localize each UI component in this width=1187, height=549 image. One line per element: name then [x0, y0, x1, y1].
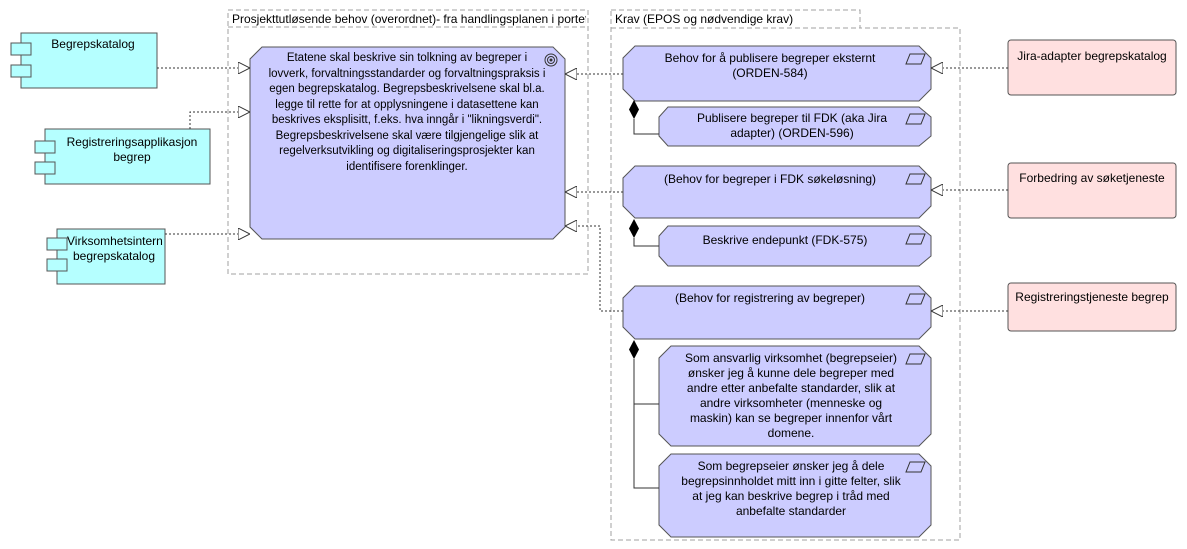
- req-begrepseier[interactable]: [658, 453, 932, 538]
- composition-ansvarlig[interactable]: [633, 359, 659, 405]
- workpackage-label: Registreringstjeneste begrep: [1015, 290, 1169, 304]
- req-publisere-eksternt[interactable]: [622, 45, 932, 102]
- req-publisere-fdk[interactable]: [658, 106, 932, 147]
- component-label: Begrepskatalog: [51, 37, 135, 51]
- requirement-icon: [905, 293, 926, 305]
- req-label: (Behov for begreper i FDK søkeløsning): [663, 172, 877, 186]
- req-ansvarlig[interactable]: [658, 345, 932, 447]
- requirement-icon: [905, 233, 926, 245]
- component-label: Registreringsapplikasjon begrep: [66, 135, 198, 164]
- component-registreringsapplikasjon[interactable]: [34, 128, 211, 185]
- goal-begrepskatalog[interactable]: [249, 46, 566, 240]
- workpackage-registreringstjeneste[interactable]: [1007, 282, 1177, 332]
- composition-publisere-fdk[interactable]: [633, 119, 659, 135]
- requirement-icon: [905, 173, 926, 185]
- composition-diamond: [629, 340, 639, 359]
- req-label: Som begrepseier ønsker jeg å dele begrep…: [681, 459, 901, 518]
- group-title-prosjekt: Prosjekttutløsende behov (overordnet)- f…: [232, 12, 586, 26]
- composition-diamond: [629, 219, 639, 238]
- req-label: Beskrive endepunkt (FDK-575): [702, 233, 868, 247]
- goal-text: Etatene skal beskrive sin tolkning av be…: [268, 52, 546, 173]
- req-registrering[interactable]: [622, 285, 932, 340]
- group-prosjekt: [227, 9, 589, 275]
- req-label: Som ansvarlig virksomhet (begrepseier) ø…: [684, 351, 898, 440]
- req-label: (Behov for registrering av begreper): [674, 291, 866, 305]
- connector-registrering-req-goal[interactable]: [565, 226, 623, 312]
- group-title-krav: Krav (EPOS og nødvendige krav): [615, 12, 794, 26]
- req-label: Behov for å publisere begreper eksternt …: [664, 51, 876, 80]
- group-krav: [610, 9, 961, 541]
- req-sokelosning[interactable]: [622, 165, 932, 219]
- requirement-icon: [905, 353, 926, 365]
- connector-registrering-goal[interactable]: [189, 112, 250, 129]
- requirement-icon: [905, 53, 926, 65]
- requirement-icon: [905, 461, 926, 473]
- goal-icon: [544, 53, 558, 67]
- workpackage-label: Forbedring av søketjeneste: [1019, 171, 1165, 185]
- component-begrepskatalog[interactable]: [10, 32, 158, 89]
- component-label: Virksomhetsintern begrepskatalog: [67, 234, 163, 263]
- req-endepunkt[interactable]: [658, 225, 932, 267]
- component-virksomhetsintern[interactable]: [46, 228, 166, 285]
- composition-diamond: [629, 100, 639, 119]
- requirement-icon: [905, 113, 926, 125]
- req-label: Publisere begreper til FDK (aka Jira ada…: [696, 111, 888, 140]
- composition-endepunkt[interactable]: [633, 238, 659, 247]
- workpackage-label: Jira-adapter begrepskatalog: [1017, 49, 1167, 63]
- composition-begrepseier[interactable]: [633, 404, 659, 489]
